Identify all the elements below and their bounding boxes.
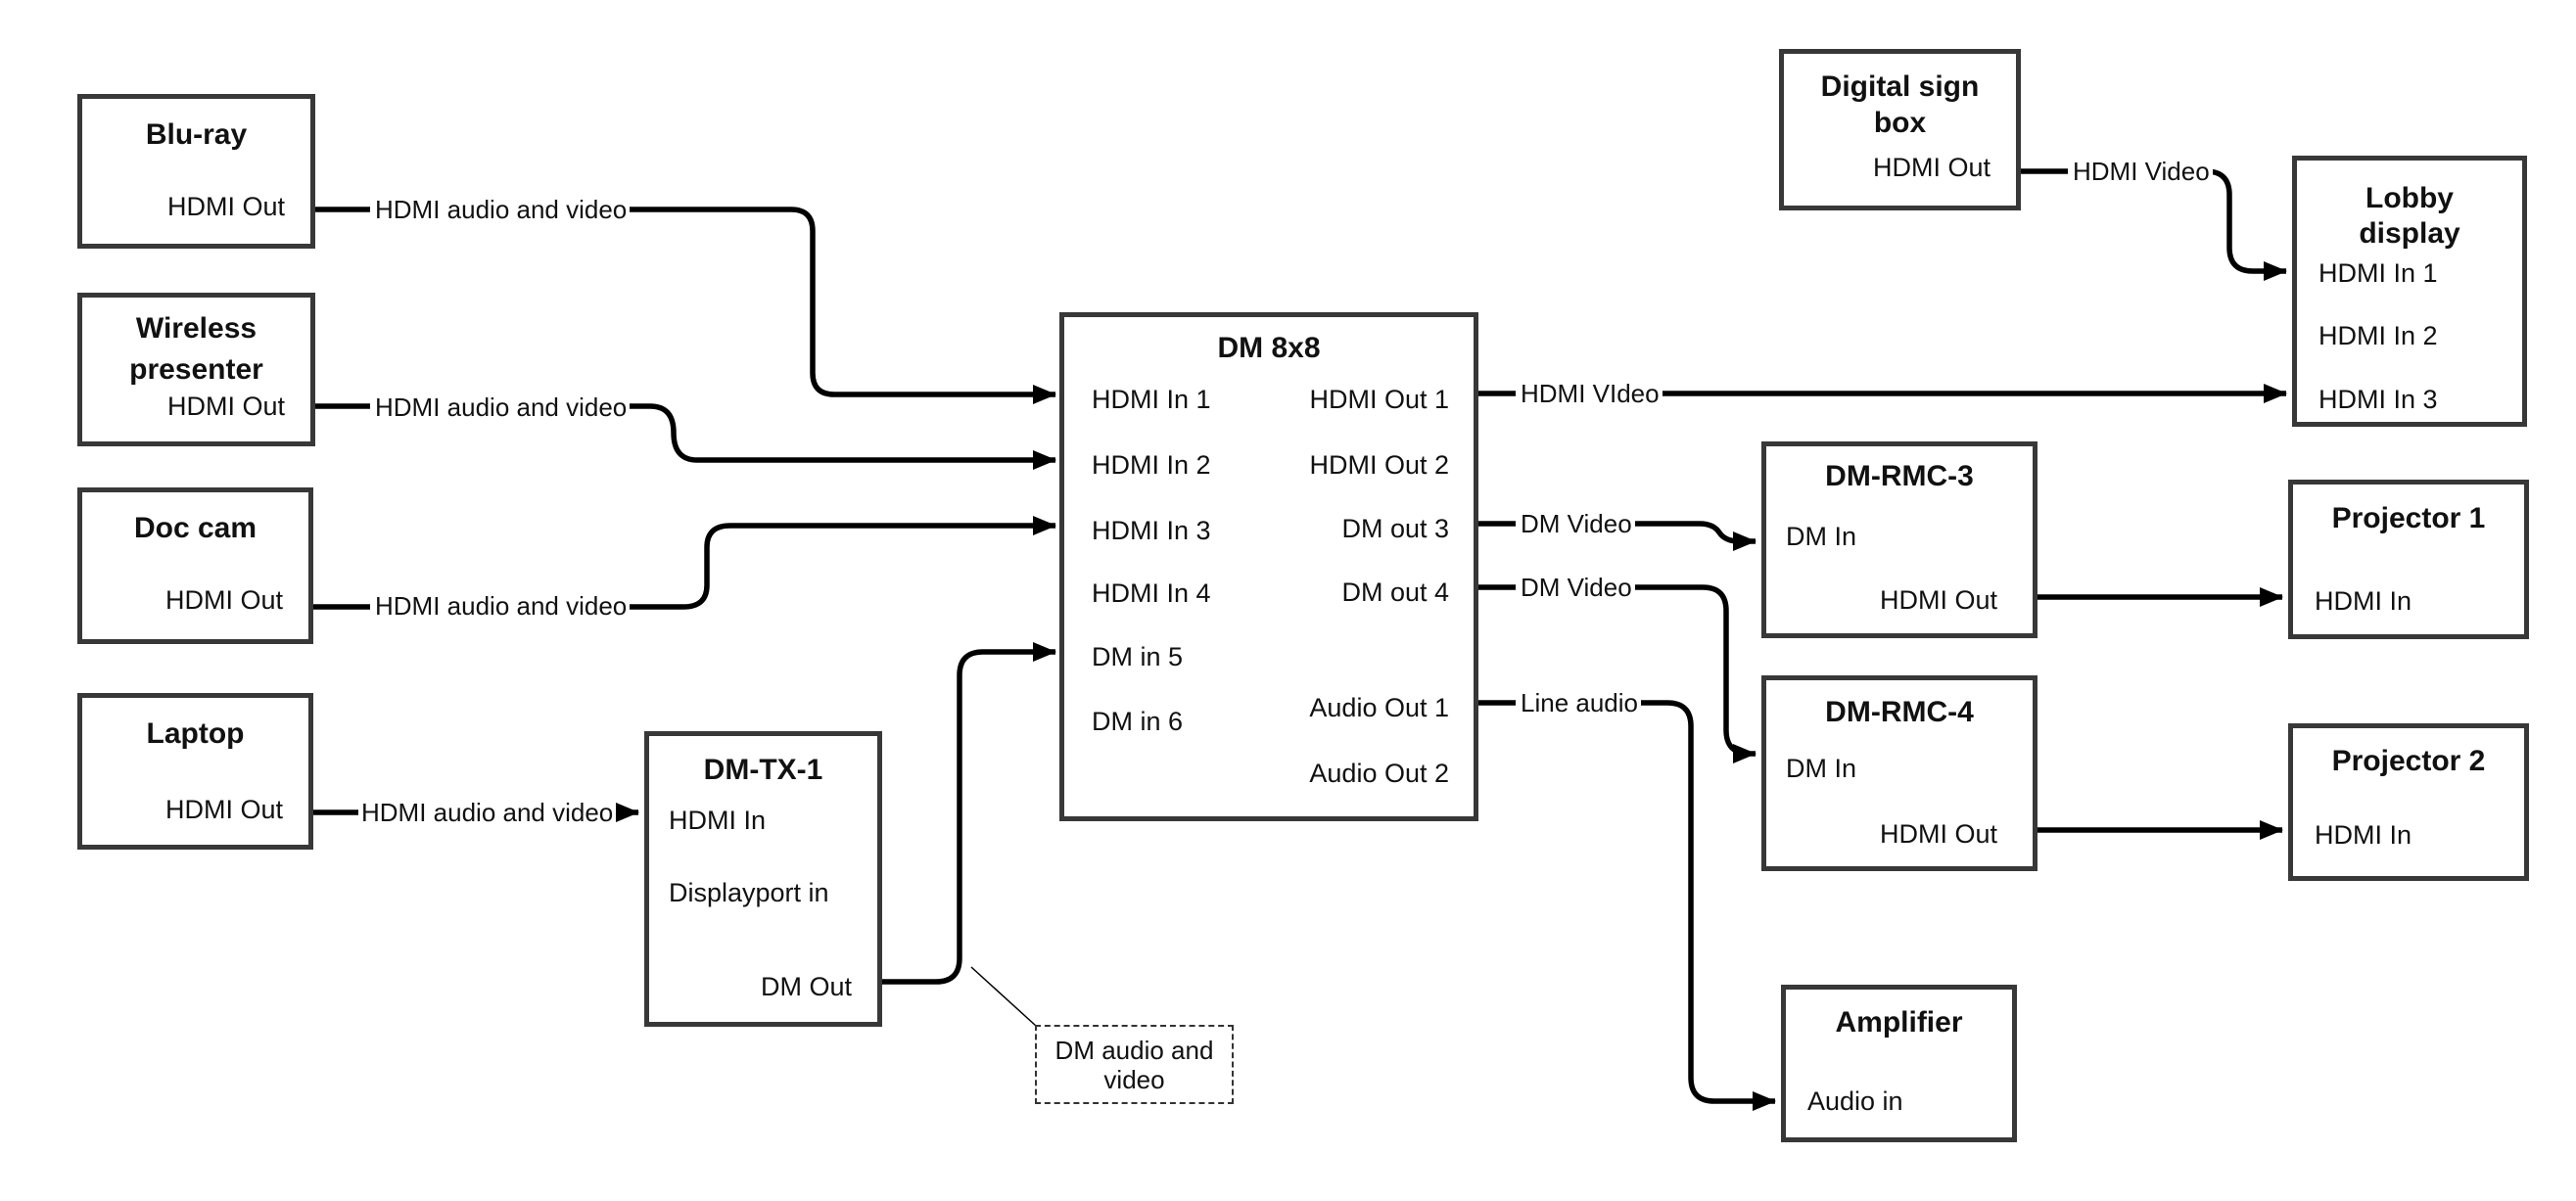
device-title: Projector 1: [2331, 502, 2486, 534]
port-dm-in: DM In: [1786, 754, 1857, 783]
wire-label-hdmi-video-long: HDMI VIdeo: [1518, 379, 1663, 408]
port-audio-in: Audio in: [1807, 1086, 1903, 1116]
wire-label-laptop: HDMI audio and video: [358, 798, 617, 827]
port-hdmi-in-2: HDMI In 2: [2318, 321, 2438, 350]
wire-bluray-to-dm8x8: [609, 207, 1056, 404]
wire-label-wireless: HDMI audio and video: [372, 393, 631, 422]
device-title: Doc cam: [133, 512, 258, 544]
port-dm-in: DM In: [1786, 522, 1857, 551]
device-dm-8x8: DM 8x8 HDMI In 1 HDMI In 2 HDMI In 3 HDM…: [1059, 312, 1478, 821]
device-wireless-presenter: Wireless presenter HDMI Out: [77, 293, 315, 446]
port-hdmi-in-3: HDMI In 3: [2318, 385, 2438, 414]
device-title: Lobby: [2365, 182, 2454, 214]
device-digital-sign-box: Digital sign box HDMI Out: [1779, 49, 2021, 210]
wire-out3-to-rmc3: [1630, 521, 1756, 551]
device-title: Projector 2: [2331, 745, 2486, 777]
port-hdmi-out: HDMI Out: [166, 392, 285, 421]
wire-label-bluray: HDMI audio and video: [372, 195, 631, 224]
port-hdmi-in: HDMI In: [2315, 586, 2412, 616]
device-title: box: [1873, 107, 1927, 139]
device-title: Digital sign: [1820, 70, 1980, 103]
wire-label-line-audio: Line audio: [1518, 688, 1641, 717]
device-lobby-display: Lobby display HDMI In 1 HDMI In 2 HDMI I…: [2292, 156, 2527, 427]
port-hdmi-in-4: HDMI In 4: [1092, 578, 1211, 608]
device-doc-cam: Doc cam HDMI Out: [77, 487, 313, 644]
device-title: DM 8x8: [1217, 332, 1321, 364]
device-bluray: Blu-ray HDMI Out: [77, 94, 315, 249]
wire-label-doccam: HDMI audio and video: [372, 591, 631, 621]
wire-label-dm-video-2: DM Video: [1518, 573, 1635, 602]
wire-dmtx1-to-dm8x8: [882, 642, 1056, 985]
device-dm-rmc-4: DM-RMC-4 DM In HDMI Out: [1761, 675, 2037, 871]
device-title: Amplifier: [1835, 1006, 1963, 1039]
port-dm-out-3: DM out 3: [1341, 514, 1449, 543]
device-title: Laptop: [146, 717, 245, 750]
wire-signbox-to-lobby: [2201, 168, 2287, 281]
device-title: presenter: [129, 353, 263, 386]
port-displayport-in: Displayport in: [669, 878, 829, 907]
port-hdmi-in-1: HDMI In 1: [2318, 258, 2438, 288]
wire-doccam-to-dm8x8: [609, 516, 1056, 610]
device-dm-tx-1: DM-TX-1 HDMI In Displayport in DM Out: [644, 731, 882, 1027]
port-hdmi-in-2: HDMI In 2: [1092, 450, 1211, 480]
callout-text-line1: DM audio and: [1054, 1035, 1214, 1065]
device-amplifier: Amplifier Audio in: [1781, 985, 2017, 1142]
port-hdmi-out-1: HDMI Out 1: [1309, 385, 1449, 414]
callout-text-line2: video: [1103, 1064, 1165, 1094]
device-projector-2: Projector 2 HDMI In: [2288, 723, 2529, 881]
port-dm-out-4: DM out 4: [1341, 577, 1449, 607]
device-laptop: Laptop HDMI Out: [77, 693, 313, 850]
wire-audio1-to-amp: [1628, 700, 1776, 1111]
device-projector-1: Projector 1 HDMI In: [2288, 480, 2529, 639]
device-title: display: [2359, 217, 2460, 250]
port-dm-in-5: DM in 5: [1092, 642, 1184, 671]
port-audio-out-1: Audio Out 1: [1309, 693, 1449, 722]
callout-dm-audio-video: DM audio and video: [1035, 1025, 1234, 1104]
wire-wireless-to-dm8x8: [608, 403, 1056, 470]
port-hdmi-in: HDMI In: [2315, 820, 2412, 850]
device-title: Blu-ray: [145, 118, 248, 151]
port-hdmi-out: HDMI Out: [164, 585, 283, 615]
port-hdmi-in-3: HDMI In 3: [1092, 516, 1211, 545]
port-hdmi-in: HDMI In: [669, 806, 767, 835]
wire-out4-to-rmc4: [1630, 584, 1756, 763]
port-hdmi-out: HDMI Out: [1872, 153, 1991, 182]
device-title: DM-TX-1: [703, 754, 823, 786]
device-title: DM-RMC-3: [1825, 460, 1974, 492]
callout-leader-line: [970, 966, 1037, 1027]
port-hdmi-out-2: HDMI Out 2: [1309, 450, 1449, 480]
port-hdmi-out: HDMI Out: [1879, 819, 1997, 849]
port-dm-out: DM Out: [760, 972, 852, 1001]
port-hdmi-out: HDMI Out: [166, 192, 285, 221]
port-dm-in-6: DM in 6: [1092, 707, 1184, 736]
port-hdmi-in-1: HDMI In 1: [1092, 385, 1211, 414]
wire-label-hdmi-video-top: HDMI Video: [2070, 157, 2213, 186]
port-audio-out-2: Audio Out 2: [1309, 759, 1449, 788]
device-title: Wireless: [135, 312, 258, 345]
wire-label-dm-video-1: DM Video: [1518, 509, 1635, 538]
device-title: DM-RMC-4: [1825, 696, 1974, 728]
port-hdmi-out: HDMI Out: [1879, 585, 1997, 615]
port-hdmi-out: HDMI Out: [164, 795, 283, 824]
device-dm-rmc-3: DM-RMC-3 DM In HDMI Out: [1761, 441, 2037, 638]
